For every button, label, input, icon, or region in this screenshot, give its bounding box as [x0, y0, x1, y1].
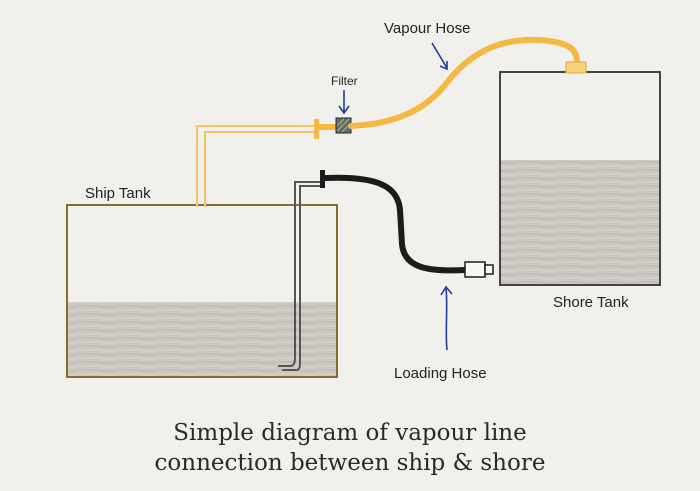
ship-tank-outline: [66, 204, 338, 378]
vapour-pipe-segment: [319, 124, 337, 130]
loading-pipe-ship: [278, 181, 322, 371]
annotation-arrows: [338, 42, 453, 351]
vapour-connector-shore: [565, 61, 587, 74]
caption-line-1: Simple diagram of vapour line: [173, 420, 527, 446]
loading-hose: [322, 174, 469, 274]
vapour-pipe-ship: [196, 125, 318, 207]
shore-tank: [499, 71, 661, 286]
vapour-hose-label: Vapour Hose: [384, 20, 470, 37]
filter-arrowhead-icon: [338, 105, 350, 115]
vapour-line: [196, 36, 587, 207]
caption-line-2: connection between ship & shore: [154, 450, 546, 476]
vapour-hose: [348, 36, 581, 129]
ship-tank-label: Ship Tank: [85, 185, 151, 202]
loading-hose-arrowhead-icon: [440, 285, 453, 296]
loading-connector: [464, 261, 486, 278]
shore-tank-liquid: [501, 160, 659, 284]
vapour-hose-arrow: [431, 42, 448, 69]
loading-hose-arrow: [445, 287, 448, 351]
filter-label: Filter: [331, 74, 358, 88]
vapour-hose-arrowhead-icon: [439, 61, 448, 71]
loading-hose-label: Loading Hose: [394, 365, 487, 382]
ship-tank: [66, 204, 338, 378]
diagram-caption: Simple diagram of vapour line connection…: [0, 418, 700, 478]
ship-tank-liquid: [68, 302, 336, 376]
loading-connector-tip: [484, 264, 494, 275]
vapour-flange-left: [314, 119, 319, 139]
shore-tank-label: Shore Tank: [553, 294, 629, 311]
loading-line: [278, 170, 494, 371]
